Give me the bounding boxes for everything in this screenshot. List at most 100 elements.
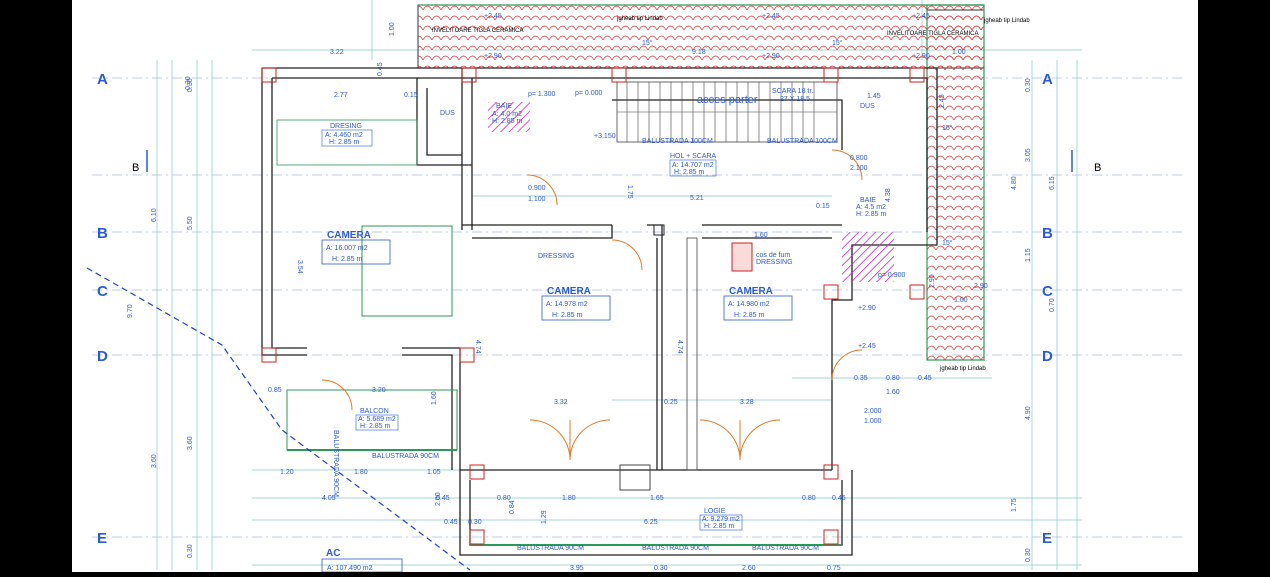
svg-text:1.000: 1.000: [864, 418, 882, 425]
room-dresing[interactable]: DRESING A: 4.460 m2 H: 2.85 m: [321, 123, 373, 147]
svg-text:4.90: 4.90: [1025, 406, 1032, 420]
roof-note-right: INVELITOARE TIGLA CERAMICA: [887, 31, 978, 37]
room-hol[interactable]: HOL + SCARA A: 14.707 m2 H: 2.85 m: [669, 153, 717, 177]
svg-text:D: D: [1042, 348, 1053, 365]
svg-text:2.90: 2.90: [974, 283, 988, 290]
svg-text:0.85: 0.85: [268, 387, 282, 394]
svg-text:C: C: [1042, 283, 1053, 300]
svg-text:1.05: 1.05: [427, 469, 441, 476]
svg-text:DRESING: DRESING: [330, 123, 362, 130]
svg-text:1.60: 1.60: [886, 389, 900, 396]
svg-text:0.84: 0.84: [509, 500, 516, 514]
room-camera-3[interactable]: CAMERA A: 14.980 m2 H: 2.85 m: [723, 286, 793, 321]
svg-text:0.25: 0.25: [664, 399, 678, 406]
svg-text:0.70: 0.70: [1049, 298, 1056, 312]
roof-tiles-right: [926, 9, 985, 361]
room-logie[interactable]: LOGIE A: 9.279 m2 H: 2.85 m: [699, 508, 743, 531]
svg-text:0.15: 0.15: [816, 203, 830, 210]
svg-text:1.80: 1.80: [354, 469, 368, 476]
svg-text:0.35: 0.35: [854, 375, 868, 382]
svg-text:H: 2.85 m: H: 2.85 m: [360, 423, 391, 430]
svg-text:0.45: 0.45: [436, 495, 450, 502]
svg-text:A: 107.490 m2: A: 107.490 m2: [327, 565, 373, 572]
svg-text:27 X 18.5: 27 X 18.5: [780, 96, 810, 103]
svg-text:0.30: 0.30: [654, 565, 668, 572]
svg-text:BALUSTRADA 90CM: BALUSTRADA 90CM: [517, 545, 584, 552]
svg-text:AC: AC: [326, 548, 340, 559]
svg-text:3.60: 3.60: [187, 436, 194, 450]
svg-text:CAMERA: CAMERA: [327, 230, 371, 241]
svg-text:2.100: 2.100: [850, 165, 868, 172]
svg-text:CAMERA: CAMERA: [729, 286, 773, 297]
roof-tiles-top: [417, 4, 985, 69]
svg-text:DRESSING: DRESSING: [538, 253, 575, 260]
svg-text:+2.45: +2.45: [912, 13, 930, 20]
svg-text:B: B: [97, 225, 108, 242]
svg-text:3.20: 3.20: [372, 387, 386, 394]
svg-text:1.29: 1.29: [541, 510, 548, 524]
dims-right-inner: 0.35 0.80 0.45 1.60 2.90 2.45 1.00 2.90 …: [854, 93, 988, 396]
svg-text:0.45: 0.45: [832, 495, 846, 502]
svg-text:0.30: 0.30: [185, 76, 192, 90]
svg-text:3.54: 3.54: [296, 260, 303, 274]
svg-text:3.28: 3.28: [740, 399, 754, 406]
svg-text:1.80: 1.80: [562, 495, 576, 502]
svg-text:3.95: 3.95: [570, 565, 584, 572]
svg-text:4.80: 4.80: [1011, 176, 1018, 190]
svg-text:BAIE: BAIE: [860, 197, 876, 204]
svg-text:3.32: 3.32: [554, 399, 568, 406]
floor-plan-canvas[interactable]: B B A B C D E A B C D E INVELITOARE TIGL…: [72, 0, 1198, 573]
svg-text:3.05: 3.05: [1025, 148, 1032, 162]
svg-text:15°: 15°: [942, 239, 953, 247]
svg-text:1.00: 1.00: [952, 49, 966, 56]
svg-text:9.70: 9.70: [127, 304, 134, 318]
svg-text:0.30: 0.30: [187, 544, 194, 558]
svg-text:A: 4.0 m2: A: 4.0 m2: [492, 111, 522, 118]
svg-text:0.75: 0.75: [827, 565, 841, 572]
svg-text:15°: 15°: [832, 39, 843, 47]
svg-text:H: 2.85 m: H: 2.85 m: [332, 256, 363, 263]
svg-text:H: 2.85 m: H: 2.85 m: [552, 312, 583, 319]
svg-text:+2.90: +2.90: [484, 53, 502, 60]
svg-text:1.65: 1.65: [650, 495, 664, 502]
room-baie-1[interactable]: BAIE A: 4.0 m2 H: 2.85 m: [492, 103, 523, 125]
svg-text:4.05: 4.05: [322, 495, 336, 502]
svg-text:E: E: [1042, 530, 1052, 547]
room-camera-2[interactable]: CAMERA A: 14.978 m2 H: 2.85 m: [541, 286, 611, 321]
svg-text:D: D: [97, 348, 108, 365]
svg-text:BALUSTRADA 90CM: BALUSTRADA 90CM: [332, 430, 339, 497]
svg-text:DRESSING: DRESSING: [756, 259, 793, 266]
svg-text:DUS: DUS: [440, 110, 455, 117]
svg-text:3.22: 3.22: [330, 49, 344, 56]
svg-text:p= 0.000: p= 0.000: [575, 90, 603, 97]
svg-text:0.30: 0.30: [468, 519, 482, 526]
svg-text:A: A: [1042, 71, 1053, 88]
svg-text:5.50: 5.50: [187, 216, 194, 230]
svg-text:6.15: 6.15: [1049, 176, 1056, 190]
svg-text:1.15: 1.15: [1025, 248, 1032, 262]
svg-text:+2.45: +2.45: [484, 13, 502, 20]
room-baie-2[interactable]: BAIE A: 4.5 m2 H: 2.85 m: [856, 197, 887, 218]
svg-text:H: 2.85 m: H: 2.85 m: [674, 169, 705, 176]
section-mark-right: B: [1094, 162, 1101, 174]
svg-text:1.100: 1.100: [528, 196, 546, 203]
section-mark-left: B: [132, 162, 139, 174]
axis-labels-left: A B C D E: [97, 71, 108, 547]
dims-inner: 3.32 0.25 3.28 4.74 4.74 3.54 1.60 2.000…: [296, 260, 882, 425]
svg-text:+2.90: +2.90: [912, 53, 930, 60]
svg-text:+2.45: +2.45: [858, 343, 876, 350]
svg-text:BAIE: BAIE: [496, 103, 512, 110]
svg-text:+2.45: +2.45: [762, 13, 780, 20]
room-camera-1[interactable]: CAMERA A: 16.007 m2 H: 2.85 m: [321, 230, 391, 265]
svg-text:0.800: 0.800: [850, 155, 868, 162]
dims-left: 0.30 6.10 5.50 9.70 3.60 3.60 2.00 0.30 …: [127, 78, 458, 558]
svg-text:5.21: 5.21: [690, 195, 704, 202]
svg-text:H: 2.85 m: H: 2.85 m: [734, 312, 765, 319]
bed: [361, 225, 453, 317]
svg-text:H: 2.85 m: H: 2.85 m: [856, 211, 887, 218]
room-balcon[interactable]: BALCON A: 5.689 m2 H: 2.85 m: [355, 408, 399, 431]
svg-text:BALUSTRADA 100CM: BALUSTRADA 100CM: [642, 138, 713, 145]
svg-text:CAMERA: CAMERA: [547, 286, 591, 297]
total-area[interactable]: AC A: 107.490 m2: [321, 548, 403, 573]
